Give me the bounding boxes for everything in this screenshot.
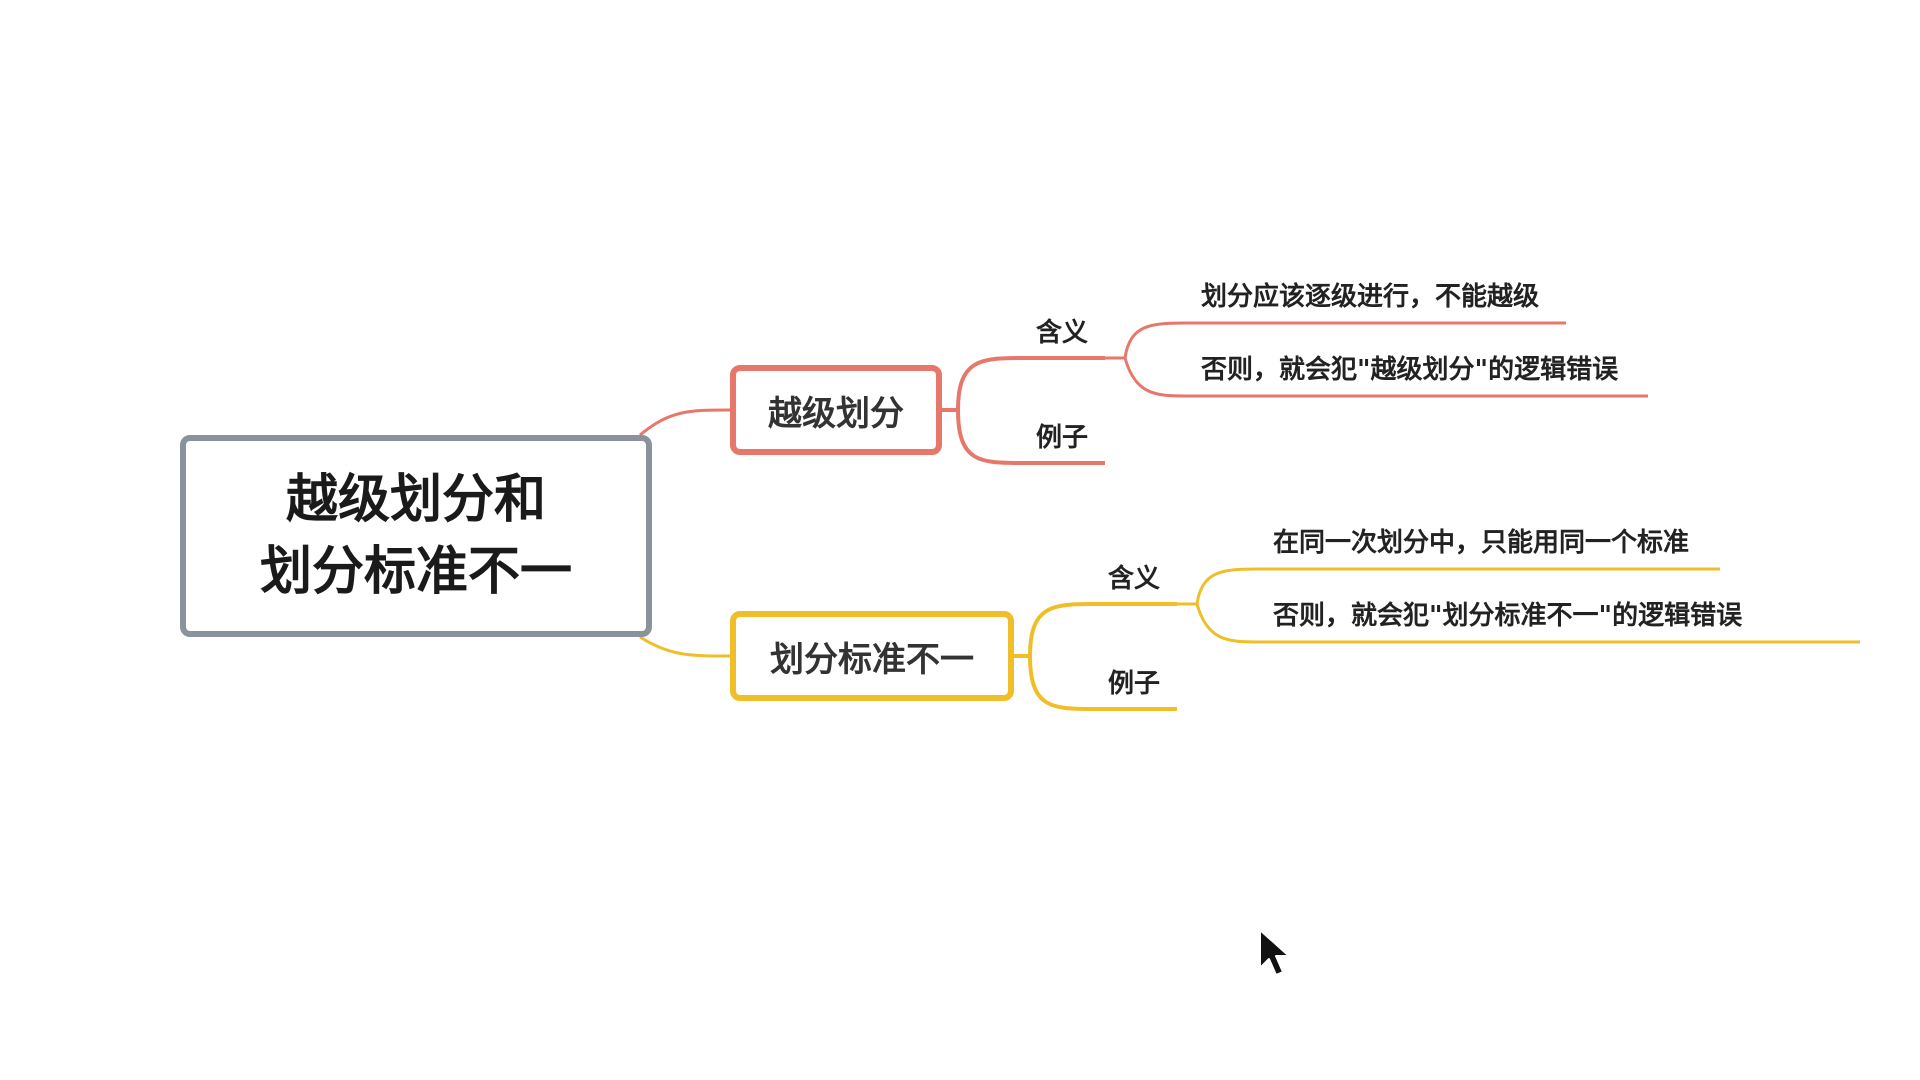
branch-b-title: 划分标准不一 [770, 639, 974, 680]
mouse-pointer-icon [1259, 929, 1290, 976]
connector-meaning-a-to-point-1 [1105, 321, 1566, 360]
connector-branch-a-to-example [956, 409, 1105, 465]
connector-branch-b-to-example [1028, 655, 1177, 711]
connector-meaning-b-to-point-1 [1177, 567, 1720, 606]
branch-b-meaning-point-1[interactable]: 在同一次划分中，只能用同一个标准 [1273, 528, 1690, 558]
root-title-line-2: 划分标准不一 [259, 542, 572, 602]
connector-root-to-branch-a [639, 408, 731, 437]
root-title-line-1: 越级划分和 [285, 470, 546, 530]
root-node[interactable]: 越级划分和 划分标准不一 [180, 435, 652, 637]
branch-b-meaning-point-2[interactable]: 否则，就会犯"划分标准不一"的逻辑错误 [1273, 601, 1743, 631]
branch-a-meaning-point-1[interactable]: 划分应该逐级进行，不能越级 [1201, 282, 1540, 312]
connector-branch-b-to-meaning [1014, 602, 1177, 658]
connector-branch-a-to-meaning [942, 356, 1105, 412]
branch-b-meaning-label[interactable]: 含义 [1108, 564, 1161, 594]
branch-node-b[interactable]: 划分标准不一 [730, 611, 1014, 701]
connector-meaning-b-to-point-2 [1195, 603, 1860, 644]
branch-a-meaning-label[interactable]: 含义 [1036, 318, 1089, 348]
branch-a-example-label[interactable]: 例子 [1036, 423, 1089, 453]
branch-a-meaning-point-2[interactable]: 否则，就会犯"越级划分"的逻辑错误 [1201, 355, 1619, 385]
branch-a-title: 越级划分 [768, 393, 904, 434]
branch-node-a[interactable]: 越级划分 [730, 365, 942, 455]
connector-root-to-branch-b [639, 635, 731, 658]
connector-meaning-a-to-point-2 [1123, 357, 1648, 398]
branch-b-example-label[interactable]: 例子 [1108, 669, 1161, 699]
